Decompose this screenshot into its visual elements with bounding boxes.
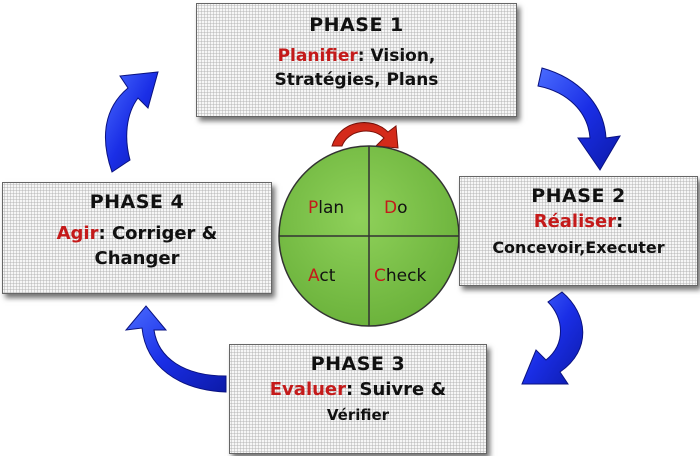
wheel-label-act: Act — [308, 266, 336, 286]
phase-title: PHASE 4 — [89, 191, 185, 213]
phase-4-box: PHASE 4 Agir: Corriger & Changer — [2, 182, 272, 294]
phase-detail: Stratégies, Plans — [274, 70, 439, 90]
wheel-label-check: Check — [374, 266, 427, 286]
phase-description: Evaluer: Suivre & — [269, 379, 447, 400]
phase-description: Planifier: Vision, — [277, 46, 436, 66]
phase-title: PHASE 1 — [309, 14, 404, 36]
phase-description: Réaliser: — [533, 211, 624, 232]
phase-title: PHASE 3 — [310, 353, 406, 375]
curved-arrow-icon — [537, 67, 621, 171]
phase-1-box: PHASE 1 Planifier: Vision, Stratégies, P… — [196, 3, 517, 117]
phase-3-box: PHASE 3 Evaluer: Suivre & Vérifier — [229, 344, 487, 454]
phase-detail: Concevoir,Executer — [492, 238, 665, 257]
wheel-label-do: Do — [384, 198, 408, 218]
curved-arrow-icon — [521, 291, 584, 385]
phase-detail: Vérifier — [326, 406, 390, 424]
rotate-arrow-icon — [331, 122, 399, 149]
wheel-label-plan: Plan — [308, 198, 345, 218]
curved-arrow-icon — [124, 305, 227, 393]
phase-detail: Changer — [94, 248, 180, 269]
curved-arrow-icon — [105, 71, 159, 173]
phase-title: PHASE 2 — [531, 185, 626, 207]
phase-description: Agir: Corriger & — [56, 223, 218, 244]
phase-2-box: PHASE 2 Réaliser: Concevoir,Executer — [459, 176, 698, 286]
